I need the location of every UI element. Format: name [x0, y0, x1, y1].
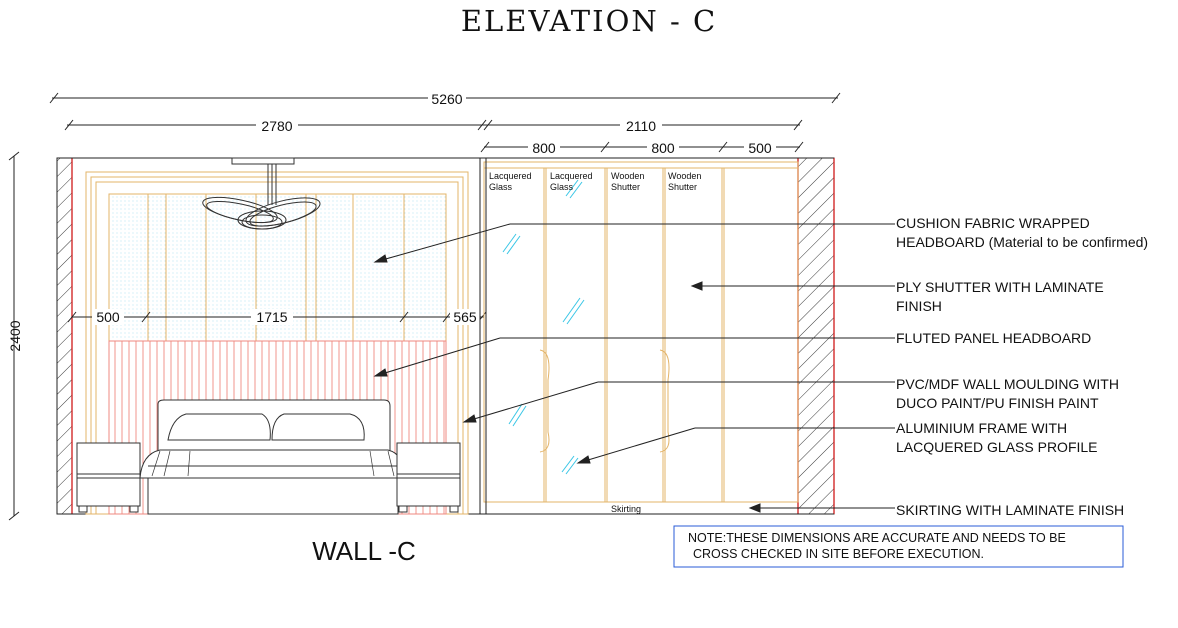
annotation-2-line2: FINISH — [896, 298, 942, 314]
bedside-table-left — [76, 442, 141, 513]
dim-headboard-width-label: 1715 — [256, 309, 287, 325]
annotation-4-line1: PVC/MDF WALL MOULDING WITH — [896, 376, 1119, 392]
annotation-4-line2: DUCO PAINT/PU FINISH PAINT — [896, 395, 1099, 411]
dim-wardrobe-3-label: 500 — [748, 140, 772, 156]
annotation-2-line1: PLY SHUTTER WITH LAMINATE — [896, 279, 1104, 295]
note-line2: CROSS CHECKED IN SITE BEFORE EXECUTION. — [693, 547, 984, 561]
shutter-1-line1: Lacquered — [489, 171, 532, 181]
note-line1: NOTE:THESE DIMENSIONS ARE ACCURATE AND N… — [688, 531, 1066, 545]
annotation-6-line1: SKIRTING WITH LAMINATE FINISH — [896, 502, 1124, 518]
annotations: CUSHION FABRIC WRAPPED HEADBOARD (Materi… — [896, 215, 1148, 518]
dim-headboard-left-label: 500 — [96, 309, 120, 325]
dim-right-width-label: 2110 — [626, 118, 656, 134]
dim-left-width-label: 2780 — [261, 118, 292, 134]
left-wall — [56, 157, 73, 515]
shutter-1-line2: Glass — [489, 182, 513, 192]
annotation-5-line1: ALUMINIUM FRAME WITH — [896, 420, 1067, 436]
dim-wardrobe-1-label: 800 — [532, 140, 556, 156]
dim-overall-label: 5260 — [431, 91, 462, 107]
wall-label: WALL -C — [312, 536, 416, 566]
glass-reflections — [502, 179, 585, 475]
dim-headboard-right-label: 565 — [453, 309, 477, 325]
bed — [139, 399, 407, 515]
annotation-1-line1: CUSHION FABRIC WRAPPED — [896, 215, 1090, 231]
shutter-3-line2: Shutter — [611, 182, 640, 192]
annotation-5-line2: LACQUERED GLASS PROFILE — [896, 439, 1098, 455]
shutter-2-line1: Lacquered — [550, 171, 593, 181]
pendant-light — [202, 157, 321, 230]
annotation-1-line2: HEADBOARD (Material to be confirmed) — [896, 234, 1148, 250]
annotation-3-line1: FLUTED PANEL HEADBOARD — [896, 330, 1091, 346]
note-box: NOTE:THESE DIMENSIONS ARE ACCURATE AND N… — [673, 525, 1124, 568]
wardrobe — [479, 158, 799, 514]
bedside-table-right — [396, 442, 461, 513]
shutter-labels: Lacquered Glass Lacquered Glass Wooden S… — [489, 171, 701, 192]
shutter-4-line1: Wooden — [668, 171, 701, 181]
dim-wardrobe-2-label: 800 — [651, 140, 675, 156]
skirting-label: Skirting — [611, 504, 641, 514]
elevation-title: ELEVATION - C — [460, 4, 718, 38]
shutter-2-line2: Glass — [550, 182, 574, 192]
shutter-3-line1: Wooden — [611, 171, 644, 181]
right-wall — [797, 157, 835, 515]
leader-lines — [373, 223, 895, 513]
shutter-4-line2: Shutter — [668, 182, 697, 192]
dim-height-label: 2400 — [7, 320, 23, 351]
dimension-height — [8, 151, 20, 521]
